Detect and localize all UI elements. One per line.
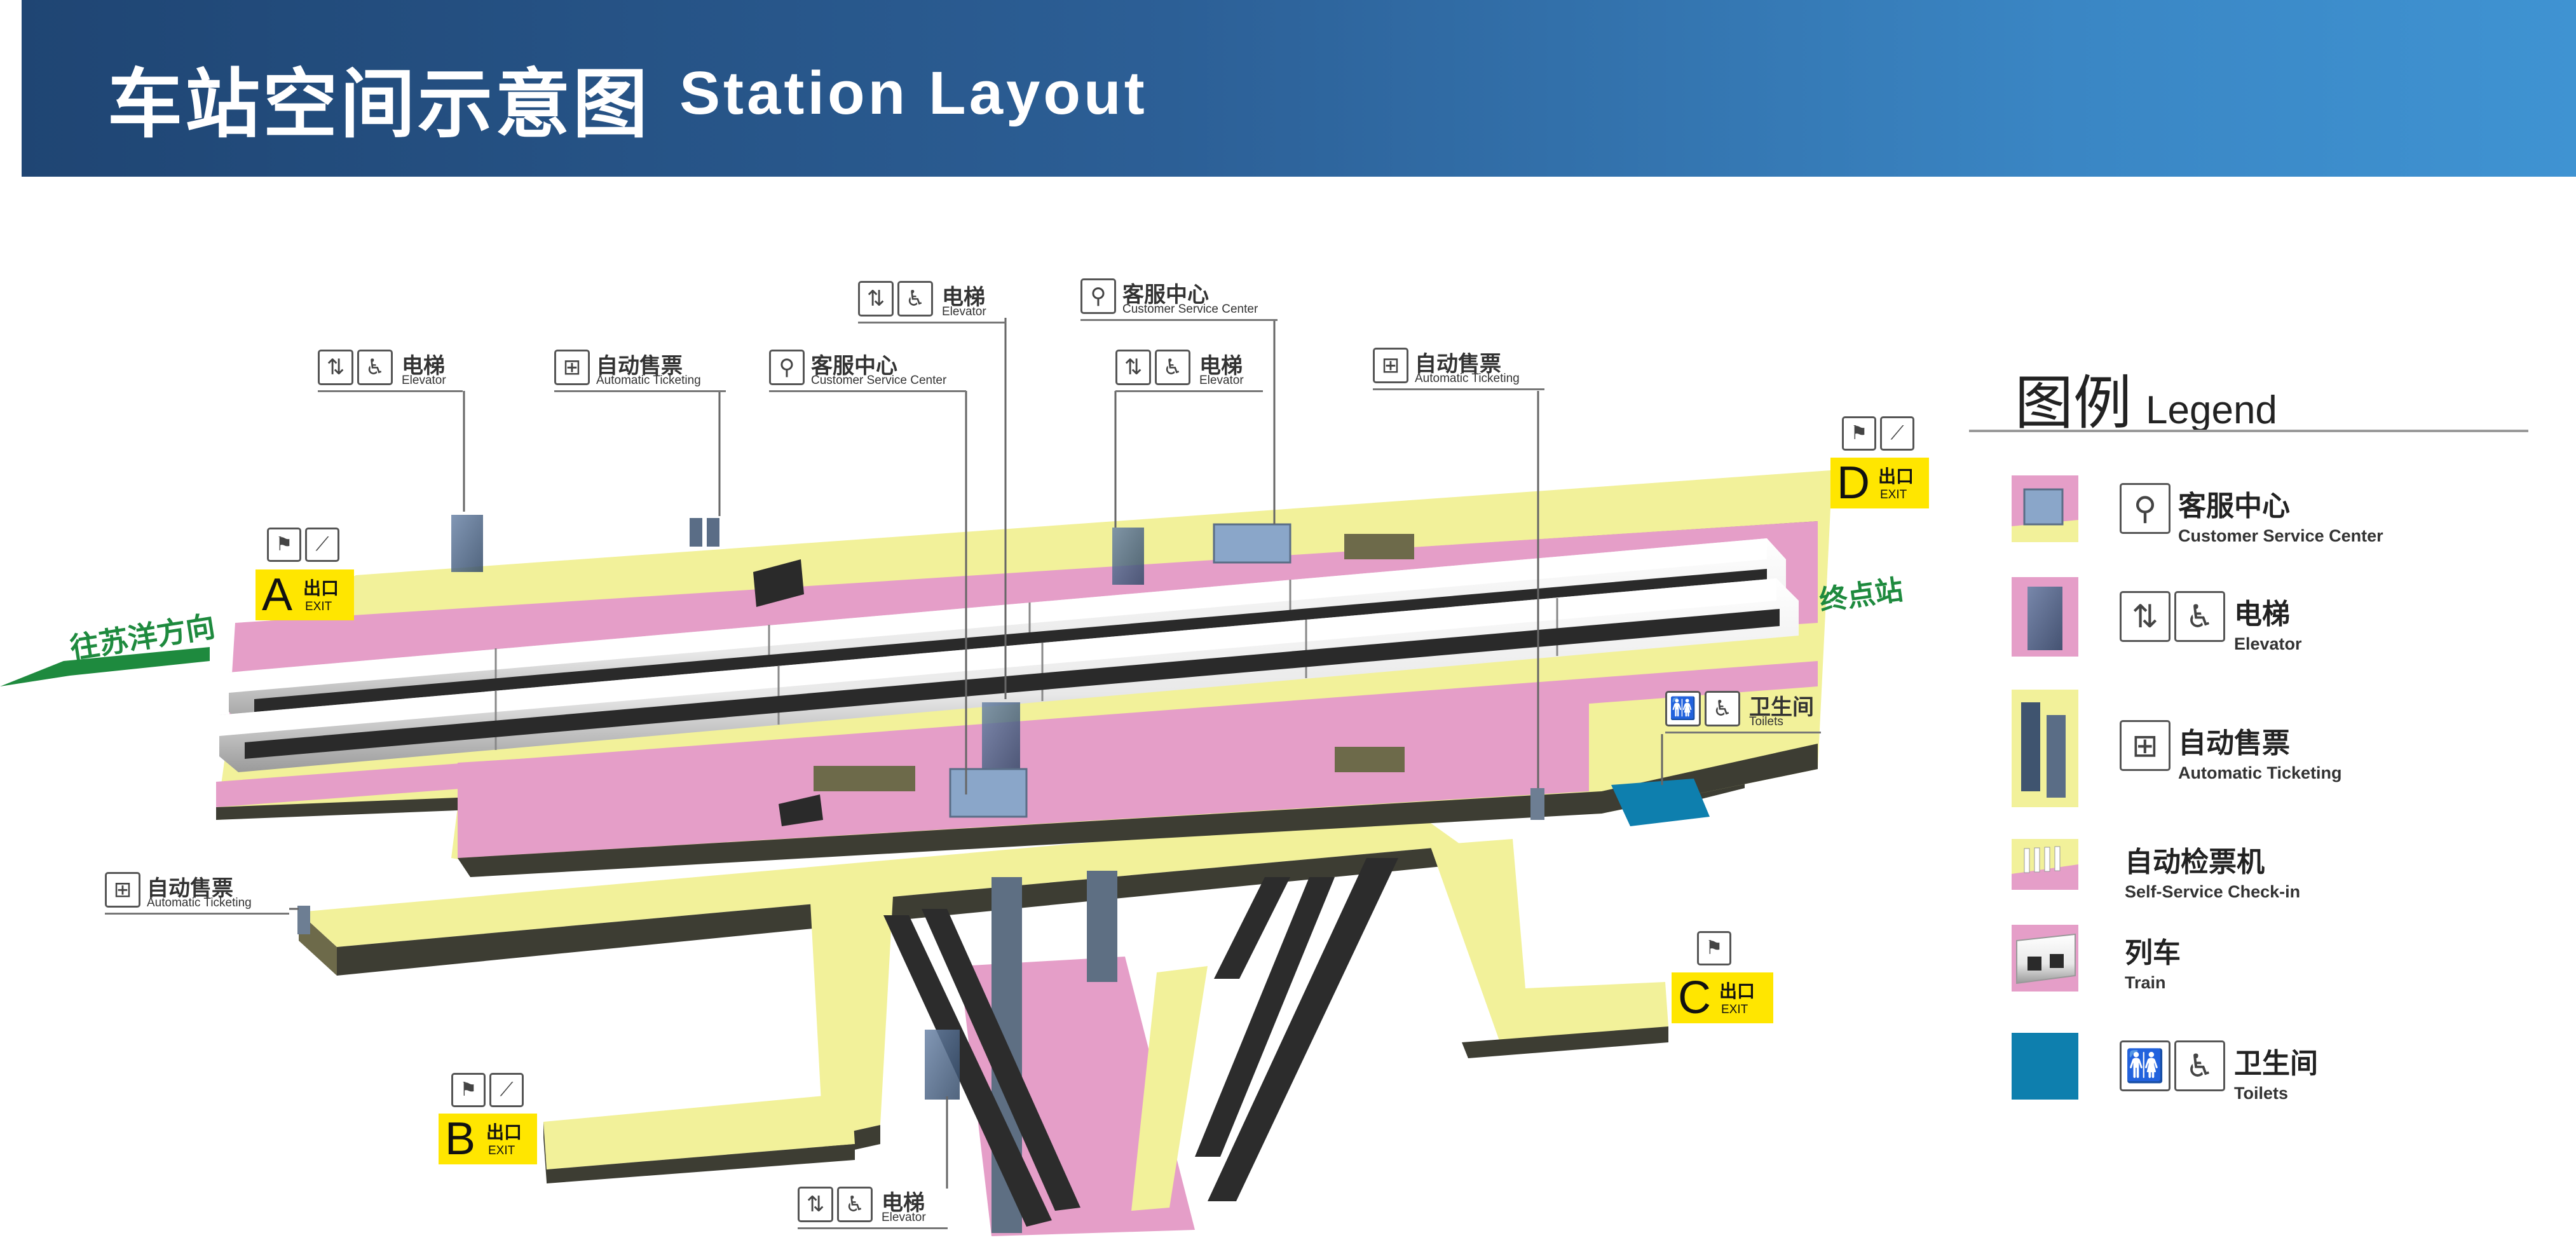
service-icon: ⚲: [2120, 483, 2171, 534]
callout-service-b: ⚲ 客服中心 Customer Service Center: [1080, 277, 1278, 321]
page-title-en: Station Layout: [679, 59, 1148, 127]
ticket-machine-icon: ⊞: [105, 872, 140, 908]
legend-swatch-toilets: [2012, 1033, 2078, 1100]
title-banner: 车站空间示意图 Station Layout: [22, 0, 2576, 177]
ticket-machine-b: [1530, 788, 1544, 820]
elevator-box-a: [451, 515, 483, 572]
legend-swatch-elevator: [2012, 577, 2078, 657]
elevator-icon: ⇅: [798, 1187, 833, 1222]
wheelchair-icon: ♿: [1705, 691, 1740, 726]
exit-a-sign: A 出口 EXIT: [256, 569, 354, 620]
escalators: [883, 858, 1398, 1227]
concourse-level: [299, 750, 1745, 1183]
escalator-icon: ⟋: [489, 1073, 524, 1107]
stairs-icon: ⚑: [1842, 416, 1876, 451]
exit-b-sign: B 出口 EXIT: [439, 1114, 537, 1164]
elevator-box-b: [1112, 528, 1144, 585]
direction-arrow: [0, 647, 210, 686]
legend-title-zh: 图例: [2015, 369, 2132, 437]
wheelchair-icon: ♿: [1155, 350, 1190, 385]
ticket-machine-icon: ⊞: [1373, 348, 1408, 383]
callout-elevator-a: ⇅♿ 电梯 Elevator: [318, 348, 463, 392]
service-box-b: [949, 768, 1028, 818]
callout-elevator-c: ⇅♿ 电梯 Elevator: [1115, 348, 1268, 392]
stairs-icon: ⚑: [1697, 931, 1731, 965]
escalator-icon: ⟋: [305, 528, 339, 562]
exit-a-access-icons: ⚑⟋: [267, 528, 339, 562]
legend-swatch-train: [2012, 925, 2078, 992]
stairs-icon: ⚑: [451, 1073, 486, 1107]
ticket-machine-a: [690, 518, 702, 547]
wheelchair-icon: ♿: [897, 281, 933, 317]
elevator-box-d: [925, 1030, 960, 1100]
wheelchair-icon: ♿: [837, 1187, 873, 1222]
legend-swatch-ticketing: [2012, 690, 2078, 807]
callout-ticketing-c: ⊞ 自动售票 Automatic Ticketing: [105, 871, 289, 915]
toilet-block: [1611, 779, 1710, 826]
exit-c-access-icons: ⚑: [1697, 931, 1731, 965]
wheelchair-icon: ♿: [2174, 1040, 2225, 1091]
callout-ticketing-b: ⊞ 自动售票 Automatic Ticketing: [1373, 346, 1544, 390]
ticket-machine-icon: ⊞: [554, 350, 590, 385]
callout-elevator-d: ⇅♿ 电梯 Elevator: [798, 1185, 950, 1229]
trains: [219, 538, 1799, 772]
elevator-box-c: [982, 702, 1020, 772]
legend-swatch-checkin: [2012, 839, 2078, 890]
wheelchair-icon: ♿: [357, 350, 393, 385]
ticket-machine-icon: ⊞: [2120, 720, 2171, 771]
exit-b-access-icons: ⚑⟋: [451, 1073, 524, 1107]
toilet-icon: 🚻: [2120, 1040, 2171, 1091]
service-icon: ⚲: [769, 350, 805, 385]
callout-toilets: 🚻♿ 卫生间 Toilets: [1665, 690, 1824, 733]
service-box-a: [1213, 523, 1291, 564]
toilet-icon: 🚻: [1665, 691, 1701, 726]
legend-swatch-service: [2012, 475, 2078, 542]
ticket-machine-c: [297, 906, 310, 934]
map-facilities: [297, 515, 1710, 1100]
stairs-icon: ⚑: [267, 528, 301, 562]
page-title-zh: 车站空间示意图: [107, 60, 651, 148]
elevator-icon: ⇅: [1115, 350, 1151, 385]
legend-title-en: Legend: [2146, 388, 2277, 432]
service-icon: ⚲: [1080, 278, 1116, 314]
elevator-icon: ⇅: [318, 350, 353, 385]
elevator-icon: ⇅: [858, 281, 894, 317]
legend-title: 图例 Legend: [2015, 356, 2277, 440]
escalator-icon: ⟋: [1880, 416, 1914, 451]
exit-d-sign: D 出口 EXIT: [1830, 458, 1929, 508]
callout-service-a: ⚲ 客服中心 Customer Service Center: [769, 348, 966, 392]
legend-divider: [1969, 430, 2528, 432]
exit-c-sign: C 出口 EXIT: [1672, 972, 1773, 1023]
exit-d-access-icons: ⚑⟋: [1842, 416, 1914, 451]
elevator-icon: ⇅: [2120, 591, 2171, 642]
callout-ticketing-a: ⊞ 自动售票 Automatic Ticketing: [554, 348, 726, 392]
callout-elevator-b: ⇅♿ 电梯 Elevator: [858, 280, 1011, 324]
train-south: [219, 578, 1799, 772]
wheelchair-icon: ♿: [2174, 591, 2225, 642]
leader-lines: [289, 318, 1663, 1189]
